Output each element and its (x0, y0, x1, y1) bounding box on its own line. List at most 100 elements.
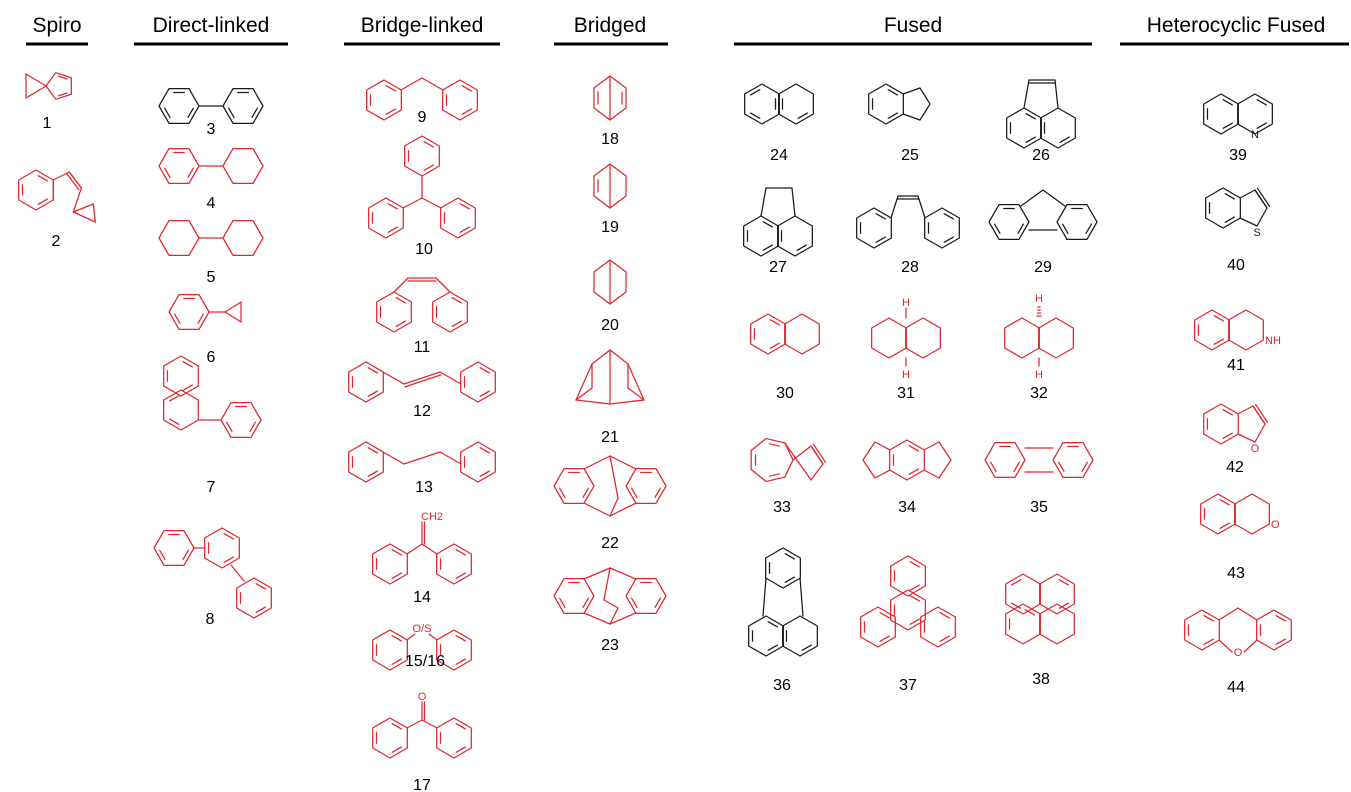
compound-label: 11 (414, 339, 431, 356)
compound-label: 9 (418, 109, 427, 126)
atom-label: NH (1265, 335, 1281, 347)
category-title-hetero: Heterocyclic Fused (1147, 14, 1326, 37)
molecule-cis-decalin: HH (871, 297, 941, 381)
atom-label: O (418, 691, 427, 703)
compound-label: 38 (1032, 671, 1050, 688)
compound-label: 44 (1227, 679, 1245, 696)
atom-label: O (1234, 647, 1243, 659)
category-headers: Spiro Direct-linked Bridge-linked Bridged Fu… (26, 14, 1349, 46)
atom-label: O/S (413, 623, 432, 635)
molecule-adamantane (575, 349, 645, 405)
category-title-direct: Direct-linked (153, 14, 270, 37)
molecule-benzophenone: O (372, 691, 472, 759)
compound-label: 42 (1226, 459, 1244, 476)
compound-label: 28 (901, 259, 919, 276)
category-title-fused: Fused (884, 14, 942, 37)
atom-label: H (902, 297, 910, 309)
atom-label: S (1253, 227, 1260, 239)
compound-label: 1 (43, 115, 52, 132)
molecule-1-phenylnaphthalene (163, 355, 262, 438)
molecule-azulene (750, 437, 827, 483)
molecule-norbornene (593, 163, 627, 209)
molecule-norbornane (593, 259, 627, 305)
compound-label: 18 (601, 131, 619, 148)
compound-label: 27 (769, 259, 787, 276)
compound-label: 37 (899, 677, 917, 694)
atom-label: H (1035, 293, 1043, 305)
atom-label: N (1251, 129, 1259, 141)
compound-label: 17 (413, 777, 431, 792)
compound-label: 8 (206, 611, 215, 628)
molecule-diphenylmethane (366, 77, 478, 121)
molecule-spiro-cyclopropane-cyclopentadiene (25, 72, 72, 100)
molecule-diphenyl-ether-sulfide: O/S (372, 623, 472, 671)
compound-label: 13 (415, 479, 433, 496)
compound-label: 15/16 (405, 653, 445, 670)
molecules: 12345678910111213CH214O/S15/16O171819202… (18, 72, 1292, 792)
compound-label: 4 (207, 195, 216, 212)
compound-label: 19 (601, 219, 619, 236)
molecule-isochromane: O (1200, 493, 1280, 535)
category-title-bridgelinked: Bridge-linked (361, 14, 484, 37)
compound-label: 30 (776, 385, 794, 402)
compound-label: 40 (1227, 257, 1245, 274)
compound-label: 29 (1034, 259, 1052, 276)
molecule-1,1-diphenylethylene: CH2 (372, 511, 472, 585)
compound-label: 3 (207, 121, 216, 138)
molecule-phenyl-cyclohexane (158, 148, 264, 184)
compound-label: 32 (1030, 385, 1048, 402)
molecule-dibenzobarrelene-type (553, 455, 667, 517)
molecule-triphenylene (860, 555, 956, 648)
compound-label: 2 (52, 233, 61, 250)
molecule-fluorene (988, 189, 1098, 240)
molecule-spiro-indene-cyclopropane (18, 169, 96, 223)
atom-label: CH2 (421, 511, 443, 523)
molecule-acenaphthylene (1006, 79, 1076, 149)
compound-label: 39 (1229, 147, 1247, 164)
compound-label: 25 (901, 147, 919, 164)
molecule-bibenzyl (348, 441, 496, 483)
compound-label: 21 (601, 429, 619, 446)
molecule-benzothiophene: S (1205, 187, 1271, 239)
molecule-biphenylene (984, 442, 1094, 478)
molecule-triphenylmethane (368, 135, 476, 239)
compound-label: 34 (898, 499, 916, 516)
compound-label: 23 (601, 637, 619, 654)
molecule-benzofuran: O (1203, 403, 1269, 455)
molecule-tetrahydroisoquinoline: NH (1194, 309, 1281, 351)
compound-label: 24 (770, 147, 788, 164)
compound-label: 33 (773, 499, 791, 516)
atom-label: H (1035, 369, 1043, 381)
molecule-phenyl-cyclopropane (168, 294, 242, 330)
molecule-bicyclohexyl (158, 220, 264, 256)
compound-label: 12 (413, 403, 431, 420)
molecule-trans-stilbene (348, 361, 496, 403)
compound-label: 10 (415, 241, 433, 258)
molecule-indane (868, 83, 931, 125)
molecule-biphenyl (158, 88, 264, 124)
molecule-quinoline: N (1203, 93, 1273, 141)
compound-label: 5 (207, 269, 216, 286)
compound-label: 36 (773, 677, 791, 694)
compound-label: 43 (1227, 565, 1245, 582)
compound-label: 20 (601, 317, 619, 334)
compound-label: 7 (207, 479, 216, 496)
molecule-cis-stilbene (376, 277, 468, 333)
molecule-m-terphenyl (153, 527, 272, 619)
molecule-dihydropyrene (1005, 573, 1075, 645)
compound-label: 35 (1030, 499, 1048, 516)
atom-label: H (902, 369, 910, 381)
molecule-naphthalene (744, 83, 814, 125)
molecule-norbornadiene (593, 75, 627, 121)
molecule-acenaphthene (743, 187, 813, 257)
compound-label: 41 (1227, 357, 1245, 374)
category-title-bridged: Bridged (574, 14, 646, 37)
atom-label: O (1251, 443, 1260, 455)
category-title-spiro: Spiro (32, 14, 81, 37)
molecule-tetralin (750, 313, 820, 355)
compound-label: 14 (413, 589, 431, 606)
compound-label: 22 (601, 535, 619, 552)
molecule-hexahydro-s-indacene (862, 439, 952, 481)
compound-label: 31 (897, 385, 915, 402)
